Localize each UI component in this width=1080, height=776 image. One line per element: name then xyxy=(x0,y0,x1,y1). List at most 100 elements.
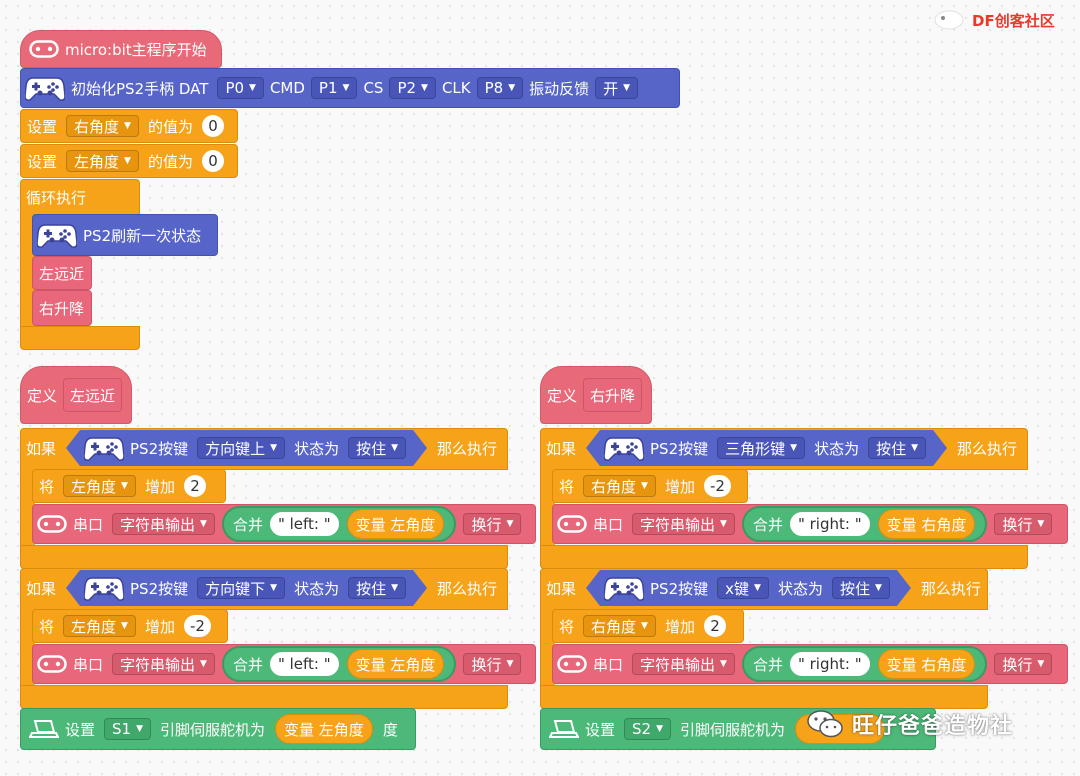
increment-input[interactable]: 2 xyxy=(183,475,206,497)
dat-pin-dropdown[interactable]: P0▼ xyxy=(217,77,264,99)
gamepad-icon xyxy=(604,574,644,602)
state-dropdown[interactable]: 按住▼ xyxy=(348,437,406,459)
change-variable-block[interactable]: 将 左角度▼ 增加 -2 xyxy=(32,609,228,643)
define-left-block[interactable]: 定义 左远近 xyxy=(20,366,132,424)
wechat-icon xyxy=(807,710,843,738)
servo-set-label: 设置 xyxy=(585,720,616,739)
serial-print-block[interactable]: 串口 字符串输出▼ 合并 " right: " 变量 右角度 换行▼ xyxy=(552,644,1068,684)
join-block[interactable]: 合并 " left: " 变量 左角度 xyxy=(221,646,457,682)
increment-input[interactable]: -2 xyxy=(703,475,731,497)
main-hat-block[interactable]: micro:bit主程序开始 xyxy=(20,30,222,68)
call-right-proc-block[interactable]: 右升降 xyxy=(32,290,92,326)
state-dropdown[interactable]: 按住▼ xyxy=(868,437,926,459)
state-dropdown[interactable]: 按住▼ xyxy=(348,577,406,599)
define-label: 定义 xyxy=(27,386,58,405)
string-input[interactable]: " left: " xyxy=(269,512,339,536)
ps2-button-label: PS2按键 xyxy=(650,579,709,598)
vibration-dropdown[interactable]: 开▼ xyxy=(595,77,639,99)
serial-print-block[interactable]: 串口 字符串输出▼ 合并 " right: " 变量 右角度 换行▼ xyxy=(552,504,1068,544)
increment-input[interactable]: 2 xyxy=(703,615,726,637)
servo-pin-dropdown[interactable]: S1▼ xyxy=(104,718,152,740)
set-label: 设置 xyxy=(27,117,58,136)
ps2-button-label: PS2按键 xyxy=(650,439,709,458)
serial-mode-dropdown[interactable]: 字符串输出▼ xyxy=(632,513,735,535)
increase-label: 增加 xyxy=(144,477,175,496)
servo-set-block[interactable]: 设置 S2▼ 引脚伺服舵机为 xyxy=(540,708,936,750)
cmd-pin-dropdown[interactable]: P1▼ xyxy=(310,77,358,99)
variable-dropdown[interactable]: 右角度▼ xyxy=(583,475,656,497)
serial-print-block[interactable]: 串口 字符串输出▼ 合并 " left: " 变量 左角度 换行▼ xyxy=(32,644,536,684)
serial-print-block[interactable]: 串口 字符串输出▼ 合并 " left: " 变量 左角度 换行▼ xyxy=(32,504,536,544)
logo-fish-icon xyxy=(934,10,964,30)
variable-reporter[interactable]: 变量 左角度 xyxy=(275,714,373,744)
serial-mode-dropdown[interactable]: 字符串输出▼ xyxy=(112,653,215,675)
join-label: 合并 xyxy=(232,515,263,534)
string-input[interactable]: " right: " xyxy=(789,512,870,536)
join-block[interactable]: 合并 " left: " 变量 左角度 xyxy=(221,506,457,542)
microbit-icon xyxy=(557,655,587,673)
variable-reporter[interactable]: 变量 左角度 xyxy=(346,509,445,539)
value-input[interactable]: 0 xyxy=(201,115,224,137)
ps2-button-condition[interactable]: PS2按键 方向键下▼ 状态为 按住▼ xyxy=(66,570,427,606)
string-input[interactable]: " right: " xyxy=(789,652,870,676)
key-dropdown[interactable]: 方向键下▼ xyxy=(197,577,285,599)
variable-reporter[interactable]: 变量 右角度 xyxy=(877,509,976,539)
variable-dropdown[interactable]: 左角度▼ xyxy=(63,475,136,497)
variable-dropdown[interactable]: 右角度▼ xyxy=(66,115,139,137)
clk-pin-dropdown[interactable]: P8▼ xyxy=(476,77,524,99)
ps2-button-condition[interactable]: PS2按键 方向键上▼ 状态为 按住▼ xyxy=(66,430,427,466)
servo-pin-dropdown[interactable]: S2▼ xyxy=(624,718,672,740)
change-label: 将 xyxy=(39,477,55,496)
proc-name-badge: 左远近 xyxy=(63,378,123,412)
variable-dropdown[interactable]: 左角度▼ xyxy=(66,150,139,172)
call-left-label: 左远近 xyxy=(39,264,85,283)
logo-text: DF创客社区 xyxy=(972,11,1055,30)
string-input[interactable]: " left: " xyxy=(269,652,339,676)
join-block[interactable]: 合并 " right: " 变量 右角度 xyxy=(741,506,988,542)
newline-dropdown[interactable]: 换行▼ xyxy=(994,513,1053,535)
key-dropdown[interactable]: 方向键上▼ xyxy=(197,437,285,459)
proc-name-badge: 右升降 xyxy=(583,378,643,412)
value-input[interactable]: 0 xyxy=(201,150,224,172)
variable-reporter[interactable]: 变量 右角度 xyxy=(877,649,976,679)
servo-set-block[interactable]: 设置 S1▼ 引脚伺服舵机为 变量 左角度 度 xyxy=(20,708,416,750)
change-variable-block[interactable]: 将 右角度▼ 增加 2 xyxy=(552,609,744,643)
forever-loop-block[interactable] xyxy=(20,179,140,216)
ps2-button-condition[interactable]: PS2按键 三角形键▼ 状态为 按住▼ xyxy=(586,430,947,466)
join-block[interactable]: 合并 " right: " 变量 右角度 xyxy=(741,646,988,682)
set-right-angle-block[interactable]: 设置 右角度▼ 的值为 0 xyxy=(20,109,238,143)
change-variable-block[interactable]: 将 左角度▼ 增加 2 xyxy=(32,469,226,503)
call-left-proc-block[interactable]: 左远近 xyxy=(32,256,92,290)
change-variable-block[interactable]: 将 右角度▼ 增加 -2 xyxy=(552,469,748,503)
join-label: 合并 xyxy=(232,655,263,674)
newline-dropdown[interactable]: 换行▼ xyxy=(463,513,522,535)
set-left-angle-block[interactable]: 设置 左角度▼ 的值为 0 xyxy=(20,144,238,178)
newline-dropdown[interactable]: 换行▼ xyxy=(463,653,522,675)
if-label: 如果 xyxy=(546,579,577,598)
key-dropdown[interactable]: 三角形键▼ xyxy=(717,437,805,459)
ps2-button-condition[interactable]: PS2按键 x键▼ 状态为 按住▼ xyxy=(586,570,911,606)
variable-reporter[interactable]: 变量 左角度 xyxy=(346,649,445,679)
newline-dropdown[interactable]: 换行▼ xyxy=(994,653,1053,675)
if-label: 如果 xyxy=(26,579,57,598)
variable-dropdown[interactable]: 右角度▼ xyxy=(583,615,656,637)
wechat-watermark: 旺仔爸爸造物社 xyxy=(806,708,1013,740)
ps2-init-block[interactable]: 初始化PS2手柄 DAT P0▼ CMD P1▼ CS P2▼ CLK P8▼ … xyxy=(20,68,680,108)
state-label: 状态为 xyxy=(294,439,340,458)
ps2-refresh-block[interactable]: PS2刷新一次状态 xyxy=(32,214,218,256)
servo-angle-label: 引脚伺服舵机为 xyxy=(680,720,786,739)
serial-mode-dropdown[interactable]: 字符串输出▼ xyxy=(112,513,215,535)
cs-pin-dropdown[interactable]: P2▼ xyxy=(389,77,436,99)
gamepad-icon xyxy=(84,434,124,462)
state-dropdown[interactable]: 按住▼ xyxy=(832,577,890,599)
forever-label: 循环执行 xyxy=(26,188,87,207)
state-label: 状态为 xyxy=(814,439,860,458)
value-label: 的值为 xyxy=(147,152,193,171)
variable-dropdown[interactable]: 左角度▼ xyxy=(63,615,136,637)
clk-label: CLK xyxy=(441,79,471,97)
key-dropdown[interactable]: x键▼ xyxy=(717,577,769,599)
serial-mode-dropdown[interactable]: 字符串输出▼ xyxy=(632,653,735,675)
serial-label: 串口 xyxy=(73,655,104,674)
define-right-block[interactable]: 定义 右升降 xyxy=(540,366,652,424)
increment-input[interactable]: -2 xyxy=(183,615,211,637)
